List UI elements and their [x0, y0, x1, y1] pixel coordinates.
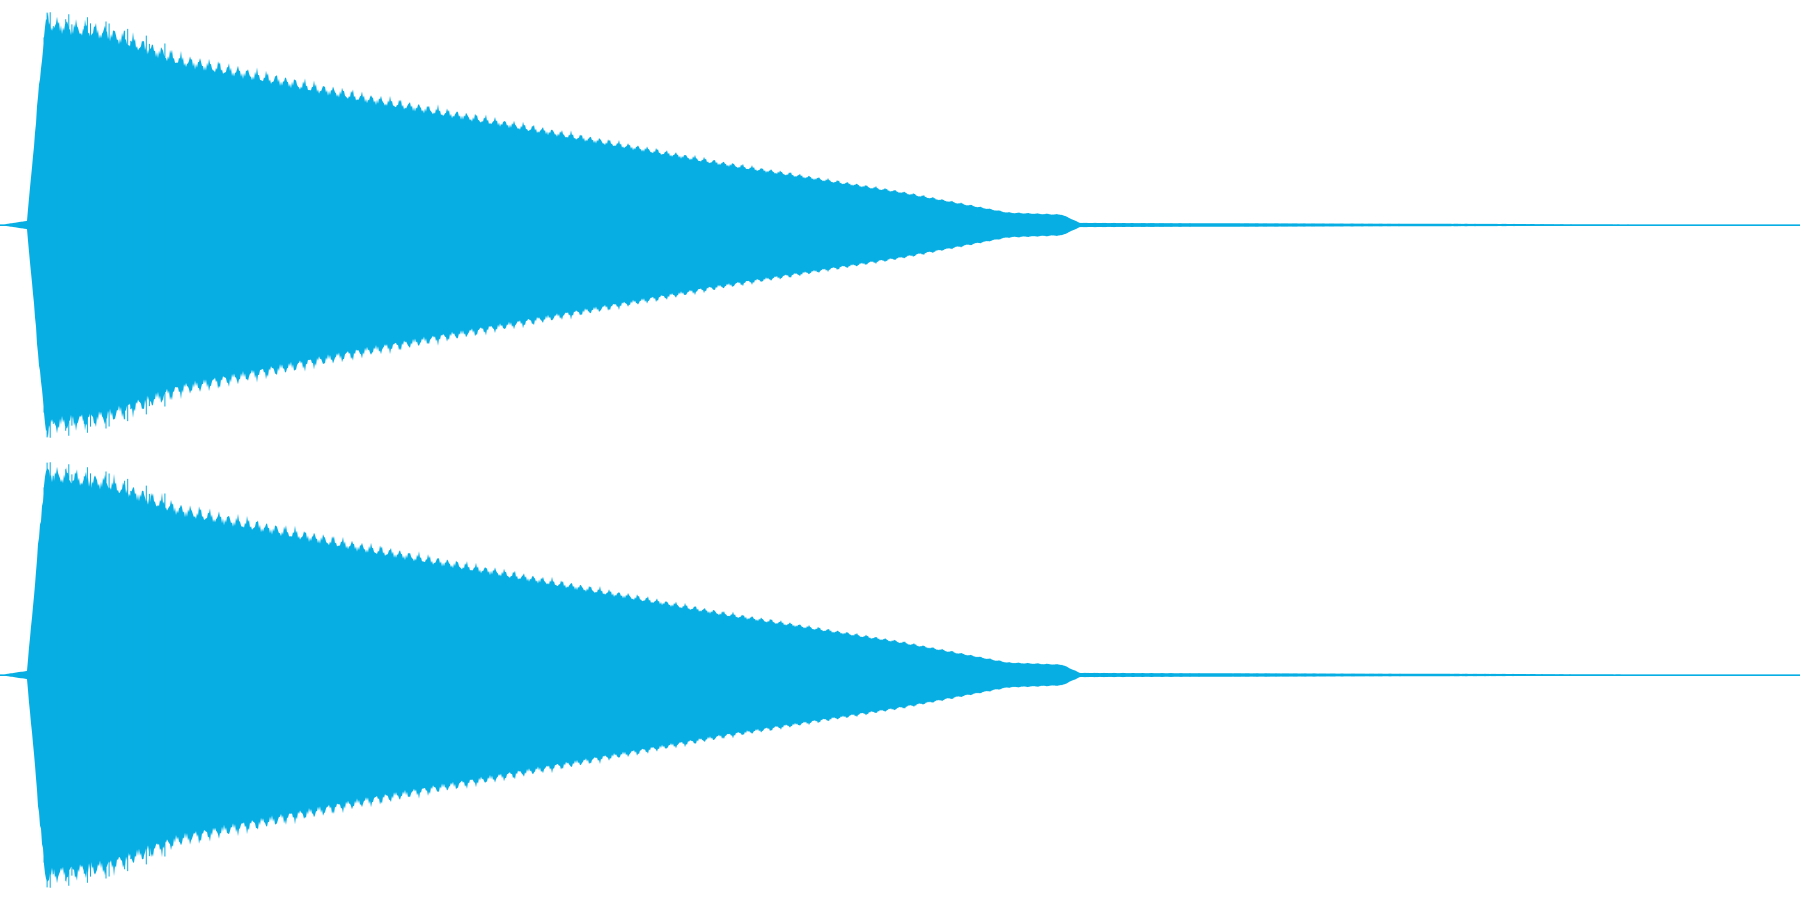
- channel-1-envelope: [0, 12, 1800, 438]
- channel-2-envelope: [0, 466, 1800, 884]
- channel-1-waveform: [0, 12, 1800, 438]
- channel-2-waveform: [0, 462, 1800, 888]
- channel-1: [0, 12, 1800, 438]
- channel-2: [0, 450, 1800, 900]
